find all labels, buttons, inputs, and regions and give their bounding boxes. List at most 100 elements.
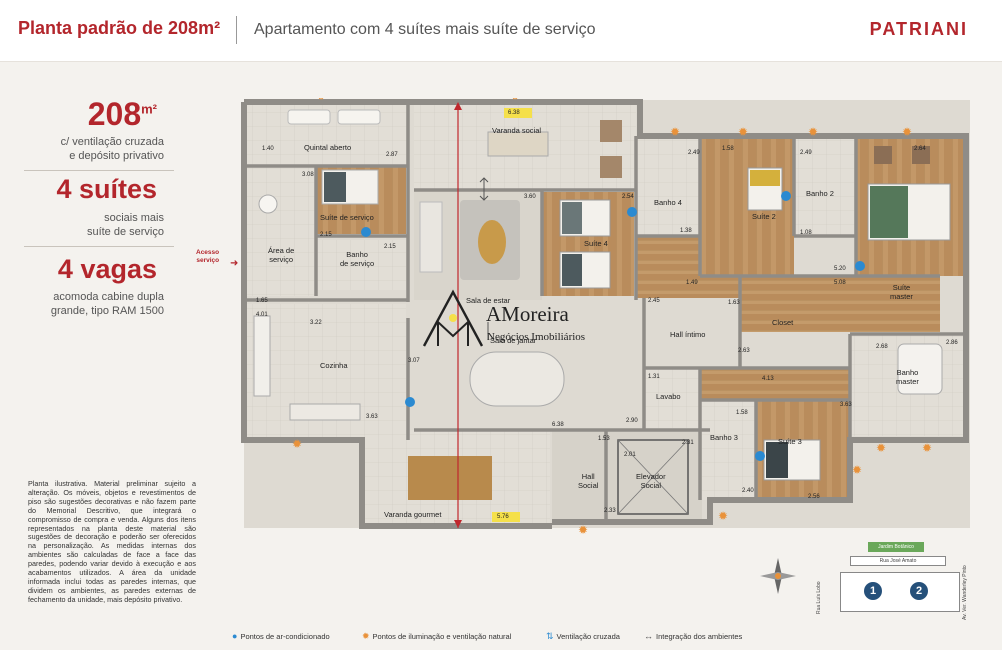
dimension-label: 1.63	[728, 300, 740, 306]
map-street-side: Rua Luís Lobo	[816, 581, 822, 614]
room-label-lavabo: Lavabo	[656, 392, 681, 401]
dimension-label: 1.58	[722, 146, 734, 152]
dimension-label: 3.22	[310, 320, 322, 326]
plan-subtitle: Apartamento com 4 suítes mais suíte de s…	[254, 21, 596, 38]
site-map	[840, 572, 960, 612]
dimension-label: 2.15	[384, 244, 396, 250]
room-label-banho-4: Banho 4	[654, 198, 682, 207]
dimension-label: 1.49	[686, 280, 698, 286]
room-label-sala-estar: Sala de estar	[466, 296, 511, 305]
room-label-quintal: Quintal aberto	[304, 143, 352, 152]
legend-sun: ✹ Pontos de iluminação e ventilação natu…	[362, 631, 512, 642]
watermark-name: AMoreira	[486, 302, 569, 326]
dimension-label: 1.58	[736, 410, 748, 416]
suites-desc: sociais mais suíte de serviço	[86, 212, 164, 238]
compass-icon	[758, 556, 798, 596]
svg-text:✹: ✹	[738, 125, 748, 139]
dimension-label: 6.38	[552, 422, 564, 428]
map-street-label: Rua José Amato	[850, 556, 946, 566]
svg-text:✹: ✹	[922, 441, 932, 455]
header-divider	[236, 16, 237, 44]
room-label-suite-3: Suíte 3	[778, 437, 802, 446]
dimension-label: 2.15	[320, 232, 332, 238]
dimension-label: 2.90	[626, 418, 638, 424]
dimension-label: 6.38	[508, 110, 520, 116]
parking-desc: acomoda cabine dupla grande, tipo RAM 15…	[50, 291, 164, 317]
svg-text:✹: ✹	[852, 463, 862, 477]
room-label-banho-2: Banho 2	[806, 189, 834, 198]
ac-point-icon: ●	[232, 631, 238, 641]
dimension-label: 2.68	[876, 344, 888, 350]
parking-stat: 4 vagas	[57, 254, 157, 284]
dimension-label: 2.49	[688, 150, 700, 156]
dimension-label: 1.31	[648, 374, 660, 380]
dimension-label: 1.40	[262, 146, 274, 152]
svg-text:✹: ✹	[808, 125, 818, 139]
watermark-subtitle: Negócios Imobiliários	[487, 331, 586, 343]
room-label-varanda-social: Varanda social	[492, 126, 542, 135]
svg-text:✹: ✹	[292, 437, 302, 451]
svg-text:✹: ✹	[876, 441, 886, 455]
room-label-banho-servico: Banho de serviço	[340, 250, 375, 268]
dimension-label: 5.76	[497, 514, 509, 520]
service-access-label: Acesso serviço	[196, 249, 220, 264]
room-label-hall-intimo: Hall íntimo	[670, 330, 706, 339]
dimension-label: 2.45	[648, 298, 660, 304]
suites-stat: 4 suítes	[56, 174, 157, 204]
legend-ac: ● Pontos de ar-condicionado	[232, 631, 330, 642]
room-label-suite-servico: Suíte de serviço	[320, 213, 374, 222]
stat-divider	[24, 170, 174, 171]
dimension-label: 1.38	[680, 228, 692, 234]
room-label-suite-2: Suíte 2	[752, 212, 776, 221]
dimension-label: 3.60	[524, 194, 536, 200]
dimension-label: 2.56	[808, 494, 820, 500]
dimension-label: 5.20	[834, 266, 846, 272]
plan-title: Planta padrão de 208m²	[18, 18, 221, 38]
dimension-label: 3.63	[366, 414, 378, 420]
disclaimer-text: Planta ilustrativa. Material preliminar …	[28, 479, 196, 604]
dimension-label: 2.87	[386, 152, 398, 158]
dimension-label: 3.08	[302, 172, 314, 178]
area-desc: c/ ventilação cruzada e depósito privati…	[60, 136, 164, 162]
dimension-label: 1.08	[800, 230, 812, 236]
svg-text:✹: ✹	[718, 509, 728, 523]
room-label-banho-3: Banho 3	[710, 433, 738, 442]
dimension-label: 5.08	[834, 280, 846, 286]
room-label-hall-social: Hall Social	[578, 472, 599, 490]
svg-text:✹: ✹	[578, 523, 588, 534]
tower-2-marker: 2	[910, 582, 928, 600]
dimension-label: 4.01	[256, 312, 268, 318]
header-bar: Planta padrão de 208m² Apartamento com 4…	[0, 0, 1002, 62]
svg-text:✹: ✹	[670, 125, 680, 139]
room-label-suite-4: Suíte 4	[584, 239, 608, 248]
room-label-banho-master: Banho master	[896, 368, 919, 386]
dimension-label: 2.86	[946, 340, 958, 346]
dimension-label: 1.53	[598, 436, 610, 442]
svg-text:✹: ✹	[902, 125, 912, 139]
dimension-label: 2.49	[800, 150, 812, 156]
floor-plan-drawing: ✹ ✹ ✹ ✹ ✹ ✹ ✹ ✹ ✹ ✹ ✹ ✹	[241, 98, 970, 534]
amoreira-logo-icon	[422, 289, 484, 347]
legend-integration: ↔ Integração dos ambientes	[644, 631, 743, 642]
room-label-varanda-gourmet: Varanda gourmet	[384, 510, 442, 519]
room-label-closet: Closet	[772, 318, 794, 327]
dimension-label: 3.63	[840, 402, 852, 408]
dimension-label: 2.31	[682, 440, 694, 446]
brand-logo: PATRIANI	[869, 19, 968, 39]
room-label-area-servico: Área de serviço	[268, 246, 295, 264]
map-park-label: Jardim Botânico	[868, 542, 924, 552]
dimension-label: 3.07	[408, 358, 420, 364]
area-stat: 208m²	[87, 96, 157, 132]
dimension-label: 4.13	[762, 376, 774, 382]
svg-text:✹: ✹	[510, 98, 520, 103]
dimension-label: 2.01	[624, 452, 636, 458]
dimension-label: 2.40	[742, 488, 754, 494]
room-label-sala-jantar: Sala de jantar	[490, 336, 537, 345]
room-label-elevador-social: Elevador Social	[636, 472, 666, 490]
dimension-label: 2.63	[738, 348, 750, 354]
dimension-label: 2.64	[914, 146, 926, 152]
stat-divider	[24, 246, 174, 247]
integration-arrow-icon: ↔	[644, 631, 653, 641]
cross-ventilation-icon: ⇅	[546, 631, 554, 641]
